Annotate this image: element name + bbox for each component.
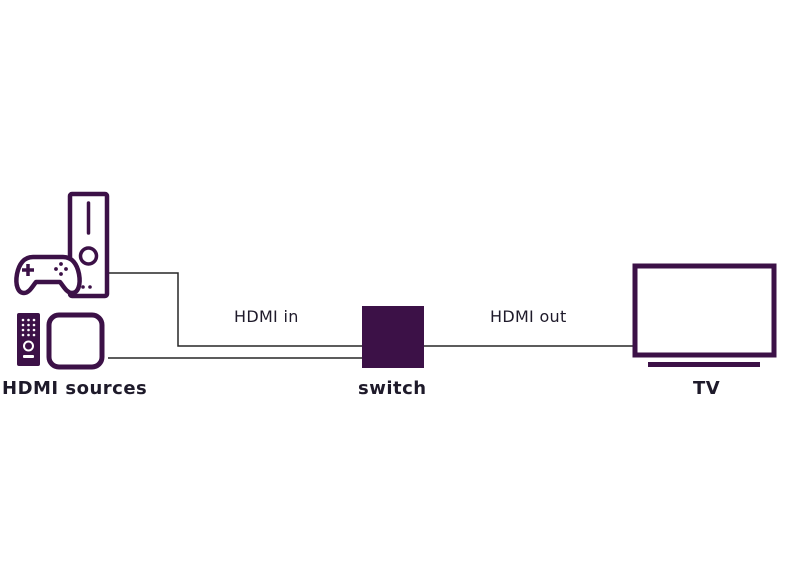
gamepad-icon [14, 254, 82, 296]
label-hdmi-out: HDMI out [490, 307, 567, 326]
label-hdmi-sources: HDMI sources [2, 378, 148, 399]
switch-box [362, 306, 424, 368]
connection-lines [108, 272, 633, 359]
cable-console-to-switch [108, 272, 362, 347]
label-tv: TV [693, 378, 721, 399]
label-hdmi-in: HDMI in [234, 307, 299, 326]
remote-control-icon [17, 313, 40, 366]
label-switch: switch [358, 378, 427, 399]
media-box-icon [46, 312, 105, 370]
tv-icon [632, 263, 777, 367]
